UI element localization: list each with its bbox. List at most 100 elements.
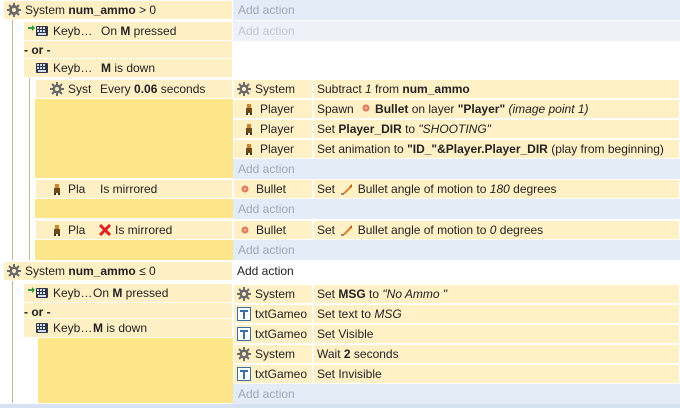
interval-value: 0.06 — [134, 82, 158, 96]
condition-post: pressed — [122, 286, 169, 300]
action-pre: Set text to — [317, 307, 375, 321]
condition-object: Keyb… — [53, 61, 93, 75]
add-action-link[interactable]: Add action — [233, 0, 680, 20]
action-mid: to — [401, 122, 419, 136]
action-row[interactable]: Bullet — [233, 179, 313, 199]
variable-name: MSG — [338, 287, 366, 301]
event-7-condition-1[interactable]: Keyb… On M pressed — [23, 283, 233, 303]
action-text[interactable]: Subtract 1 from num_ammo — [313, 79, 680, 99]
event-1-condition[interactable]: System num_ammo > 0 — [3, 0, 233, 20]
event-4-condition[interactable]: Pla Is mirrored — [35, 179, 233, 199]
action-text[interactable]: Wait 2 seconds — [313, 344, 680, 364]
add-action-link[interactable]: Add action — [233, 240, 680, 260]
object-name: Bullet — [375, 102, 409, 116]
event-2-condition-1[interactable]: Keyb… On M pressed — [23, 21, 233, 41]
action-row[interactable]: txtGameo — [233, 364, 313, 384]
action-row[interactable]: System — [233, 344, 313, 364]
add-action-link[interactable]: Add action — [233, 384, 680, 404]
condition-object: Pla — [68, 182, 86, 196]
add-action-link[interactable]: Add action — [233, 21, 680, 41]
condition-object: Syst — [68, 82, 92, 96]
invert-x-icon — [98, 223, 112, 237]
variable-name: num_ammo — [68, 3, 136, 17]
action-text[interactable]: Set Player_DIR to "SHOOTING" — [313, 119, 680, 139]
action-text[interactable]: Set Visible — [313, 324, 680, 344]
action-row[interactable]: Player — [233, 119, 313, 139]
expression-value: MSG — [374, 307, 402, 321]
action-pre: Set — [317, 182, 339, 196]
gear-icon — [237, 287, 251, 301]
action-mid: to — [365, 287, 383, 301]
action-object: Player — [260, 122, 295, 136]
condition-operator: ≤ 0 — [139, 264, 156, 278]
action-object: Player — [260, 102, 295, 116]
action-pre: Set animation to — [317, 142, 408, 156]
action-text[interactable]: Set Bullet angle of motion to 0 degrees — [313, 220, 680, 240]
indent-line — [12, 281, 13, 403]
number-value: 1 — [365, 82, 372, 96]
bullet-icon — [238, 223, 252, 237]
condition-post: pressed — [130, 24, 177, 38]
keyboard-icon — [27, 321, 49, 335]
bullet-icon — [238, 182, 252, 196]
player-sprite-icon — [50, 223, 64, 237]
action-pre: Set Visible — [317, 327, 374, 341]
condition-object: Keyb… — [53, 24, 93, 38]
condition-text: Is mirrored — [115, 223, 173, 237]
action-row[interactable]: Player — [233, 99, 313, 119]
action-object: System — [255, 347, 296, 361]
action-post: seconds — [350, 347, 399, 361]
action-object: System — [255, 82, 296, 96]
action-post: degrees — [509, 182, 557, 196]
event-5-condition[interactable]: Pla Is mirrored — [35, 220, 233, 240]
condition-pre: Every — [100, 82, 135, 96]
action-text[interactable]: Set MSG to "No Ammo " — [313, 284, 680, 304]
variable-name: Player_DIR — [338, 122, 402, 136]
text-object-icon — [237, 367, 251, 381]
action-pre: Subtract — [317, 82, 366, 96]
condition-post: is down — [111, 61, 156, 75]
player-sprite-icon — [242, 122, 256, 136]
action-object: Bullet — [256, 182, 287, 196]
number-value: 0 — [489, 223, 497, 237]
bottom-scrollbar[interactable] — [0, 404, 680, 408]
key-name: M — [101, 61, 111, 75]
action-object: txtGameo — [255, 327, 308, 341]
action-row[interactable]: Player — [233, 139, 313, 159]
action-object: txtGameo — [255, 367, 308, 381]
event-6-condition[interactable]: System num_ammo ≤ 0 — [3, 261, 233, 281]
key-name: M — [120, 24, 131, 38]
action-mid: on layer — [408, 102, 458, 116]
action-text[interactable]: Set animation to "ID_"&Player.Player_DIR… — [313, 139, 680, 159]
action-row[interactable]: Bullet — [233, 220, 313, 240]
action-text[interactable]: Set Invisible — [313, 364, 680, 384]
or-separator: - or - — [23, 302, 233, 322]
add-action-link[interactable]: Add action — [233, 199, 680, 219]
action-row[interactable]: System — [233, 79, 313, 99]
bullet-icon — [361, 102, 371, 116]
condition-operator: > 0 — [139, 3, 157, 17]
keyboard-icon — [27, 286, 49, 300]
action-text[interactable]: Spawn Bullet on layer "Player" (image po… — [313, 99, 680, 119]
add-action-link[interactable]: Add action — [233, 261, 680, 281]
gear-icon — [237, 347, 251, 361]
action-text[interactable]: Set text to MSG — [313, 304, 680, 324]
event-block-margin — [3, 281, 23, 403]
number-value: 2 — [343, 347, 351, 361]
add-action-link[interactable]: Add action — [233, 159, 680, 179]
string-value: "SHOOTING" — [418, 122, 491, 136]
expression: "ID_"&Player.Player_DIR — [407, 142, 548, 156]
event-7-condition-2[interactable]: Keyb… M is down — [23, 318, 233, 338]
action-name: Bullet angle of motion to — [354, 182, 490, 196]
event-3-condition[interactable]: Syst Every 0.06 seconds — [35, 79, 233, 99]
string-value: "No Ammo " — [382, 287, 448, 301]
gear-icon — [50, 82, 64, 96]
action-text[interactable]: Set Bullet angle of motion to 180 degree… — [313, 179, 680, 199]
gear-icon — [237, 82, 251, 96]
action-object: txtGameo — [255, 307, 308, 321]
action-row[interactable]: txtGameo — [233, 324, 313, 344]
number-value: 180 — [489, 182, 510, 196]
action-row[interactable]: System — [233, 284, 313, 304]
event-2-condition-2[interactable]: Keyb… M is down — [23, 58, 233, 78]
action-row[interactable]: txtGameo — [233, 304, 313, 324]
